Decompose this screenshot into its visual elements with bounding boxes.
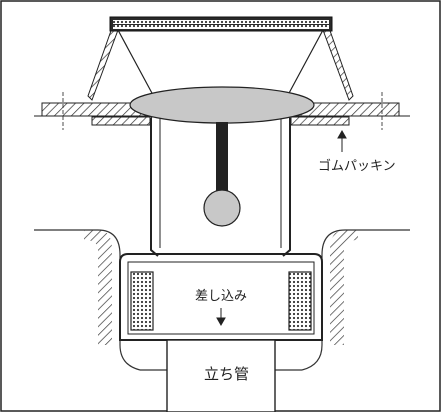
gasket-label: ゴムパッキン [318,158,396,174]
grate-cover [109,16,333,32]
float-disc [129,86,315,124]
float-stem [216,122,228,194]
pit-wall-left [84,230,112,345]
drain-body [150,118,291,257]
packing-ring-right [288,271,312,331]
pit-wall-right [330,230,358,345]
insert-arrow [216,308,226,327]
insert-label: 差し込み [195,289,247,304]
flange [34,92,410,130]
standpipe [166,339,276,412]
packing-ring-left [130,271,154,331]
float-ball [203,189,241,227]
gasket-arrow [337,129,347,152]
standpipe-label: 立ち管 [204,365,249,383]
socket-housing [119,253,323,341]
